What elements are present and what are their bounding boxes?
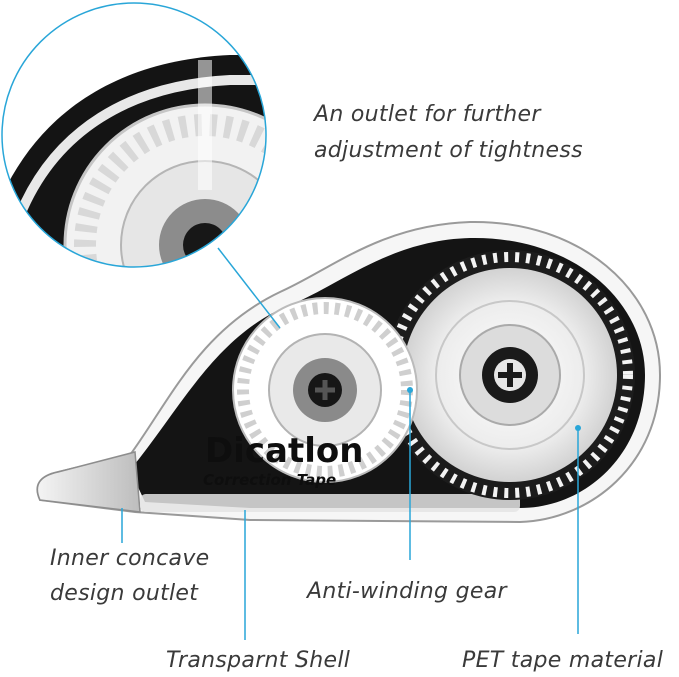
brand-name: Dicatlon [205, 431, 363, 471]
label-anti-winding-gear: Anti-winding gear [307, 579, 507, 604]
label-tightness-outlet-line2: adjustment of tightness [314, 138, 583, 163]
callout-dots [407, 387, 581, 431]
applicator-tip [36, 451, 141, 513]
label-concave-outlet-line2: design outlet [50, 581, 199, 606]
label-concave-outlet-line1: Inner concave [50, 546, 210, 571]
shell-bottom-rail [140, 494, 520, 512]
pet-tape-reel [385, 250, 635, 500]
brand-subtitle: Correction Tape [203, 471, 336, 489]
callout-line-tightness [217, 247, 281, 329]
correction-tape-dispenser: Dicatlon Correction Tape [36, 220, 662, 524]
label-pet-tape: PET tape material [462, 648, 664, 673]
callout-lines [121, 247, 579, 640]
label-tightness-outlet-line1: An outlet for further [314, 102, 541, 127]
label-transparent-shell: Transparnt Shell [166, 648, 351, 673]
zoom-detail-circle [1, 2, 267, 268]
